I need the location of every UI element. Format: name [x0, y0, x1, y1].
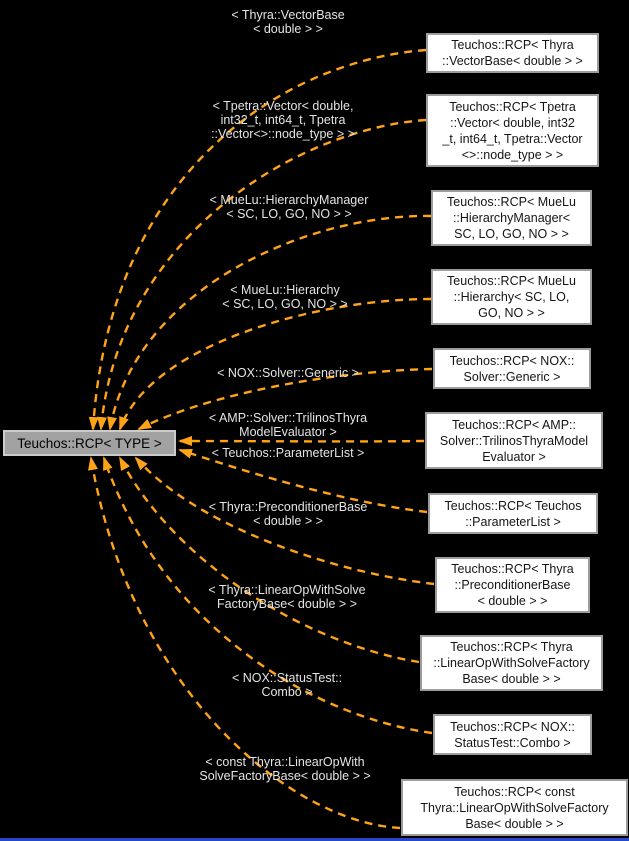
template-edge	[107, 214, 432, 431]
edge-label-muelu-hierarchy: < MueLu::Hierarchy < SC, LO, GO, NO > >	[222, 283, 348, 311]
edge-label-amp-trilinosthyra: < AMP::Solver::TrilinosThyra ModelEvalua…	[208, 411, 368, 439]
node-rcp-nox-statustest-combo[interactable]: Teuchos::RCP< NOX:: StatusTest::Combo >	[433, 714, 592, 755]
edge-label-const-thyra-linearop: < const Thyra::LinearOpWith SolveFactory…	[199, 755, 371, 783]
edge-label-thyra-linearopwithsolve: < Thyra::LinearOpWithSolve FactoryBase< …	[208, 583, 366, 611]
bottom-edge-bar	[0, 838, 629, 841]
node-rcp-nox-solver-generic[interactable]: Teuchos::RCP< NOX:: Solver::Generic >	[433, 348, 591, 389]
edge-label-tpetra-vector: < Tpetra::Vector< double, int32_t, int64…	[211, 99, 355, 141]
node-rcp-teuchos-parameterlist[interactable]: Teuchos::RCP< Teuchos ::ParameterList >	[428, 493, 598, 534]
edge-label-thyra-preconditionerbase: < Thyra::PreconditionerBase < double > >	[208, 500, 368, 528]
edge-label-nox-statustest-combo: < NOX::StatusTest:: Combo >	[231, 671, 343, 699]
edge-label-thyra-vectorbase: < Thyra::VectorBase < double > >	[231, 8, 345, 36]
node-rcp-thyra-vectorbase[interactable]: Teuchos::RCP< Thyra ::VectorBase< double…	[426, 33, 599, 73]
template-edge	[134, 456, 435, 586]
template-edge	[97, 118, 427, 431]
node-rcp-amp-trilinosthyra[interactable]: Teuchos::RCP< AMP:: Solver::TrilinosThyr…	[425, 412, 603, 469]
node-rcp-thyra-linearopwithsolve[interactable]: Teuchos::RCP< Thyra ::LinearOpWithSolveF…	[420, 635, 603, 691]
node-rcp-muelu-hierarchy[interactable]: Teuchos::RCP< MueLu ::Hierarchy< SC, LO,…	[431, 269, 592, 325]
edge-label-muelu-hierarchymanager: < MueLu::HierarchyManager < SC, LO, GO, …	[209, 193, 369, 221]
node-rcp-const-thyra-linearop[interactable]: Teuchos::RCP< const Thyra::LinearOpWithS…	[401, 779, 628, 836]
template-edge	[88, 48, 427, 431]
node-rcp-muelu-hierarchymanager[interactable]: Teuchos::RCP< MueLu ::HierarchyManager< …	[431, 190, 592, 246]
template-edge	[118, 456, 420, 664]
template-edge	[88, 456, 401, 830]
template-edge	[118, 297, 432, 431]
node-rcp-tpetra-vector[interactable]: Teuchos::RCP< Tpetra ::Vector< double, i…	[426, 94, 599, 167]
node-teuchos-rcp-type: Teuchos::RCP< TYPE >	[3, 430, 176, 456]
edge-label-teuchos-parameterlist: < Teuchos::ParameterList >	[211, 446, 365, 460]
template-edge	[178, 448, 428, 514]
node-rcp-thyra-preconditionerbase[interactable]: Teuchos::RCP< Thyra ::PreconditionerBase…	[435, 557, 590, 613]
template-edge	[137, 367, 433, 431]
template-edge	[102, 456, 433, 735]
edge-label-nox-solver-generic: < NOX::Solver::Generic >	[217, 366, 359, 380]
